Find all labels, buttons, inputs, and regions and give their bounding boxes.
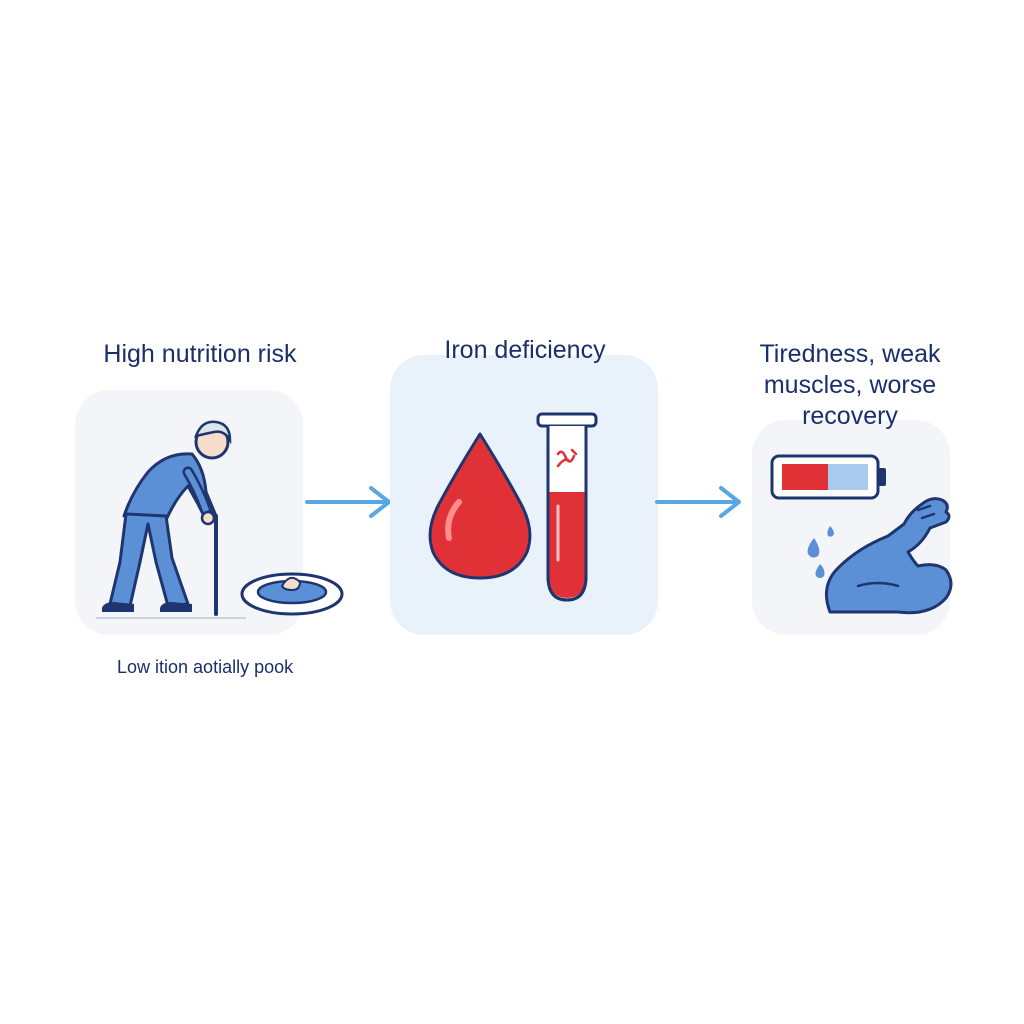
arrow-right-icon <box>655 486 741 518</box>
stage-1-title: High nutrition risk <box>103 340 297 368</box>
blood-drop-icon <box>428 432 532 580</box>
sweat-drops-icon <box>807 526 834 578</box>
stage-3-title: Tiredness, weak muscles, worse recovery <box>759 340 941 430</box>
flexing-arm-icon <box>824 497 953 615</box>
arrow-right-icon <box>305 486 391 518</box>
stage-2-title: Iron deficiency <box>444 336 606 364</box>
plate-icon <box>240 572 344 616</box>
test-tube-icon <box>536 412 598 602</box>
elderly-person-with-cane-icon <box>96 420 246 619</box>
stage-2-panel <box>390 355 658 635</box>
stage-1-caption: Low ition aotially pook <box>117 657 294 677</box>
low-battery-icon <box>770 454 886 500</box>
